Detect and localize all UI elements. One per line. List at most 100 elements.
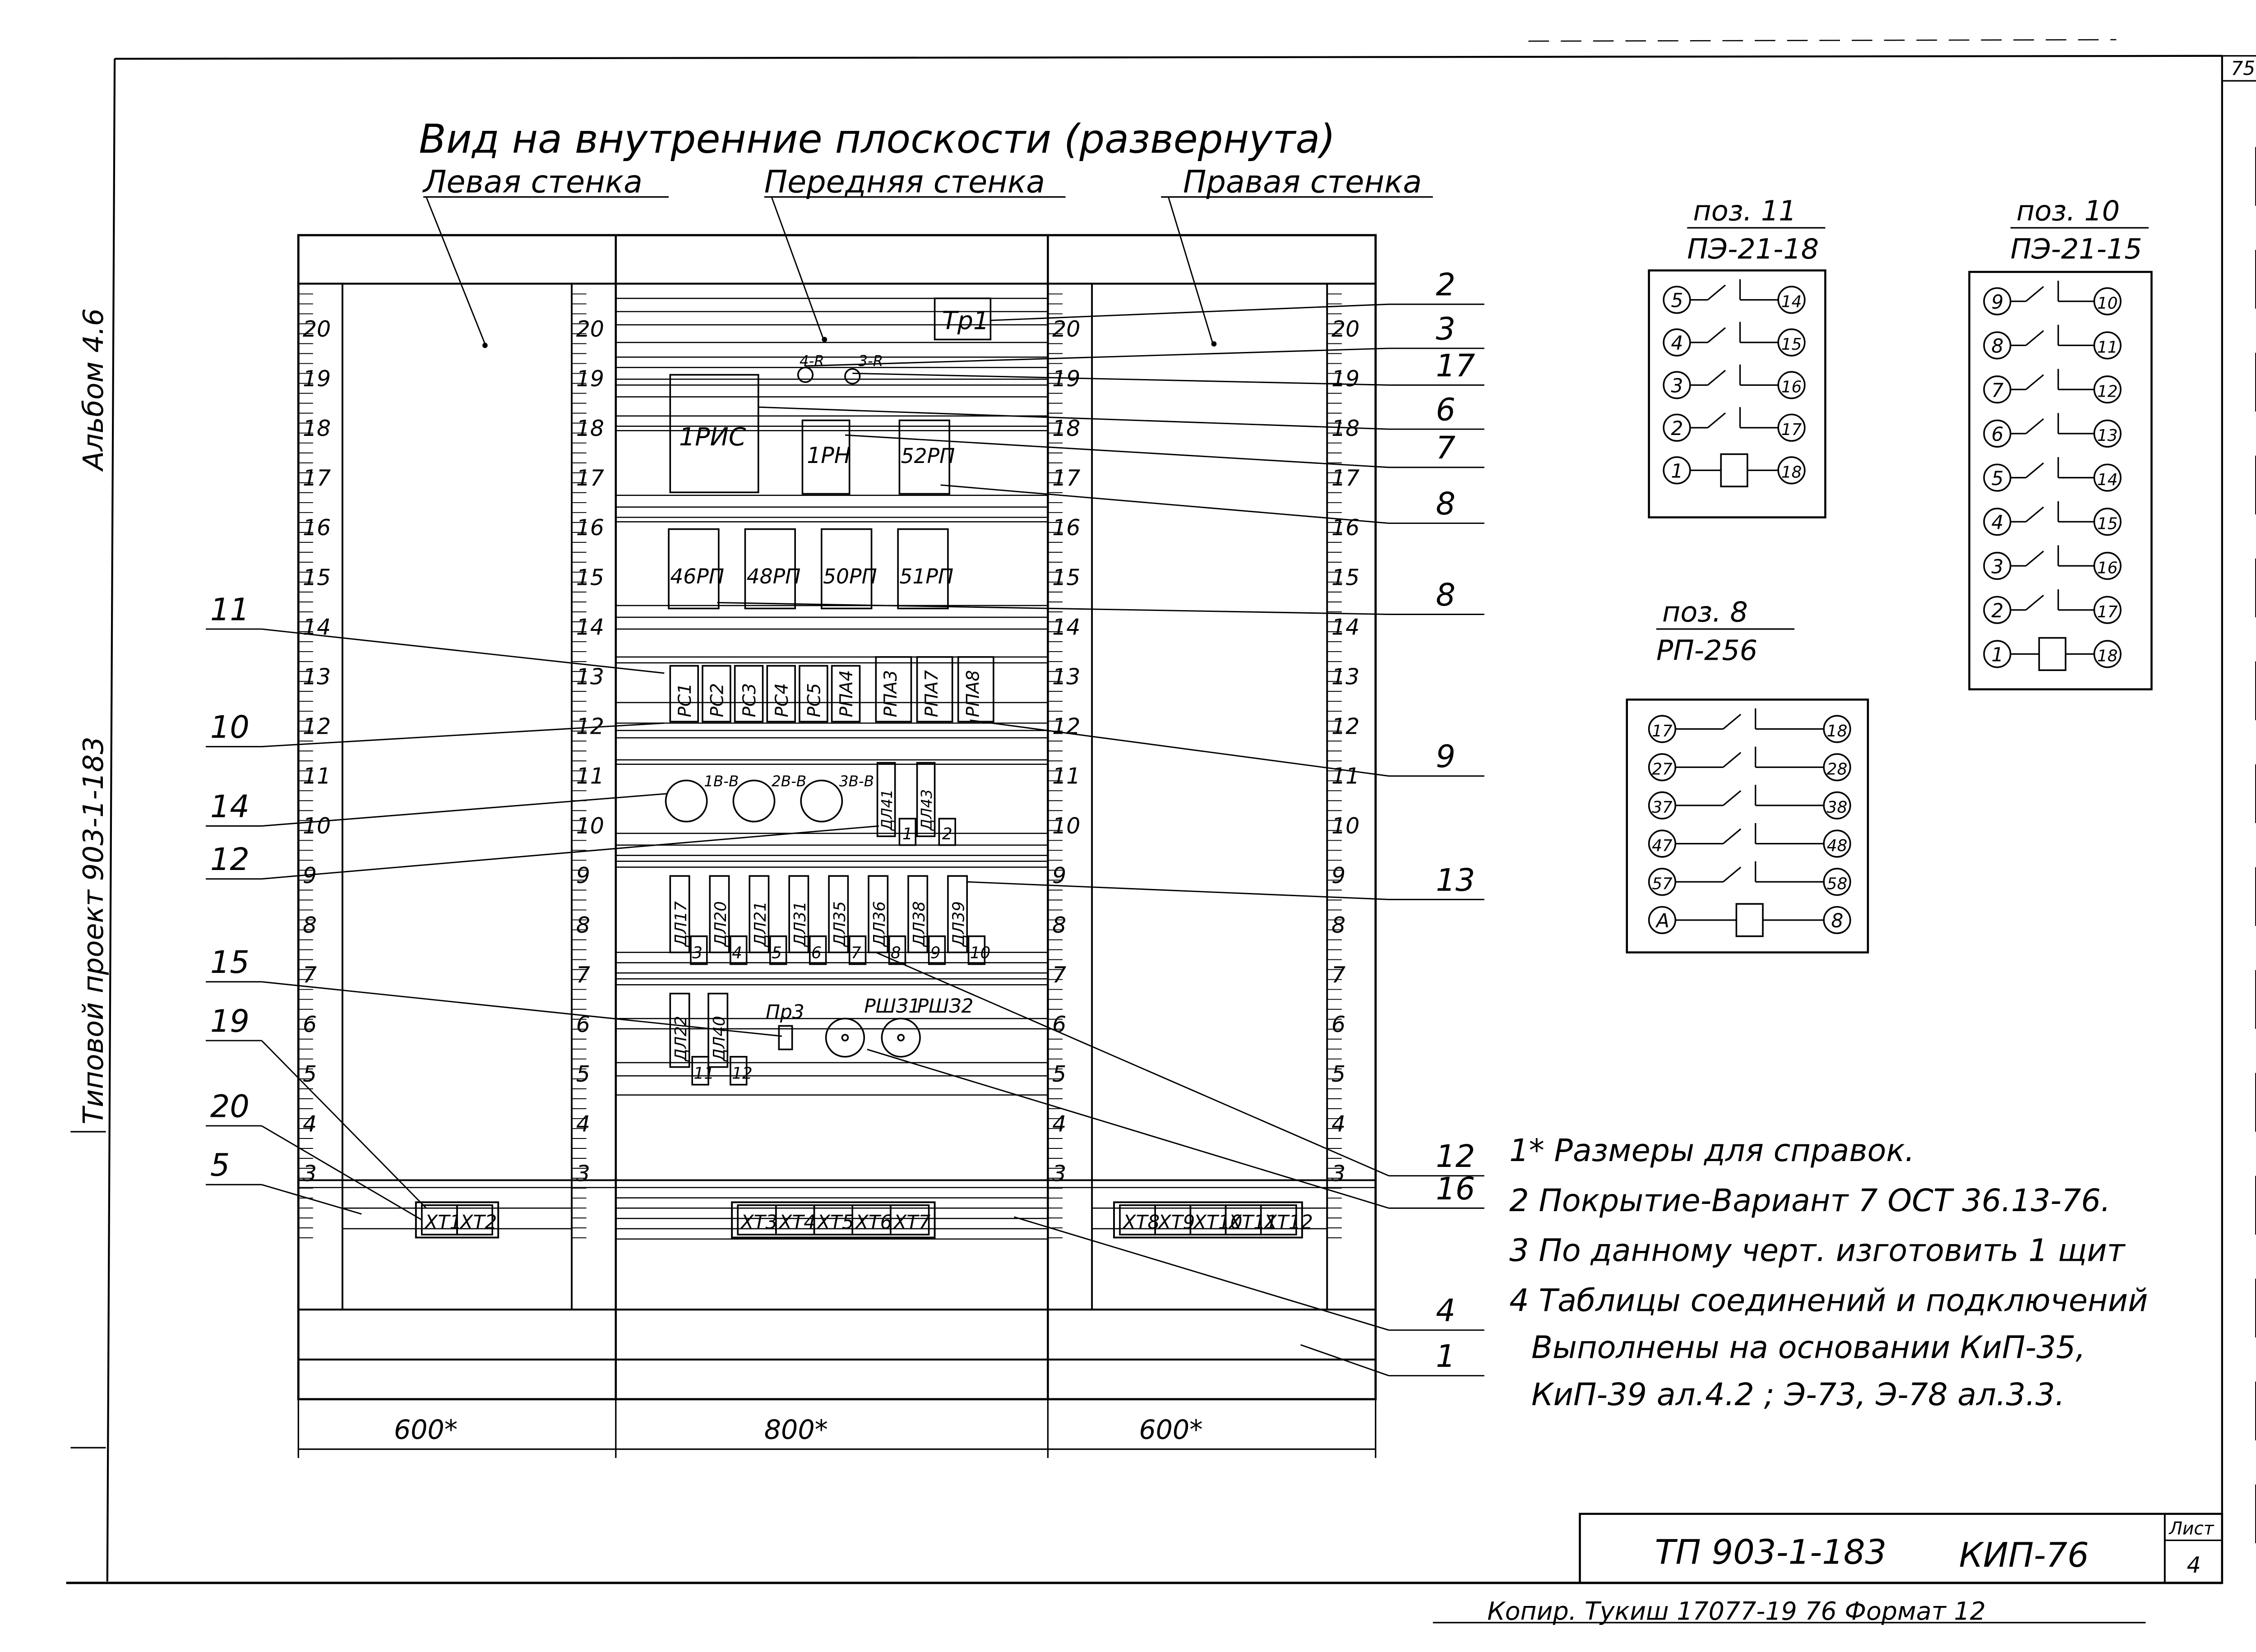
diagram-pos11-type: ПЭ-21-18 (1687, 233, 1819, 265)
scale-number: 6 (303, 1012, 317, 1037)
scale-number: 7 (1052, 962, 1066, 988)
callout-right-13: 13 (1436, 863, 1475, 898)
diagram-pos11-title: поз. 11 (1693, 195, 1796, 227)
number-tag (938, 818, 956, 846)
lamp-3r (844, 368, 861, 384)
relay-row3 (766, 665, 796, 723)
side-album: Альбом 4.6 (77, 308, 110, 472)
contact-terminal-label: 5 (1991, 467, 2003, 490)
scale-number: 4 (576, 1111, 590, 1137)
width-right: 600* (1139, 1415, 1202, 1445)
number-tag-label: 3 (692, 944, 703, 963)
lamp-holder (828, 875, 849, 953)
relay-row3 (702, 665, 731, 723)
contact (1707, 412, 1726, 429)
round-device (665, 779, 708, 823)
scale-number: 5 (303, 1061, 317, 1087)
scale-number: 7 (1331, 962, 1345, 988)
contact-terminal-label: 2 (1991, 600, 2003, 622)
scale-number: 13 (1331, 664, 1359, 690)
contact (2025, 330, 2044, 346)
diagram-pos10-type: ПЭ-21-15 (2011, 233, 2142, 265)
leader-line (875, 952, 1389, 1177)
scale-number: 11 (1331, 764, 1359, 789)
contact-terminal-label: 11 (2097, 338, 2118, 357)
lamp-holder (868, 875, 889, 953)
note-2: 2 Покрытие-Вариант 7 ОСТ 36.13-76. (1509, 1183, 2110, 1219)
contact-terminal-label: 17 (1781, 421, 1802, 439)
scale-number: 7 (303, 962, 317, 988)
contact (1723, 866, 1742, 883)
number-tag-label: 2 (942, 825, 952, 843)
leader-line (990, 303, 1389, 321)
socket-rsh2-label: РШЗ2 (917, 995, 974, 1017)
number-tag-label: 10 (970, 944, 991, 963)
lamp-holder (788, 875, 809, 953)
lamp-holder-label: ДЛ38 (910, 901, 929, 947)
scale-number: 11 (576, 764, 604, 789)
contact (2025, 374, 2044, 390)
scale-number: 16 (303, 515, 331, 541)
callout-left-19: 19 (210, 1004, 250, 1039)
contact (1707, 284, 1726, 301)
lamp-holder (947, 875, 968, 953)
scale-number: 20 (576, 316, 604, 342)
number-tag-label: 7 (851, 944, 861, 963)
scale-number: 17 (1331, 465, 1359, 491)
contact-terminal-label: 3 (1991, 555, 2003, 578)
scale-number: 15 (576, 565, 604, 590)
contact-terminal-label: 57 (1652, 875, 1673, 893)
wall-right-label: Правая стенка (1183, 165, 1422, 200)
scale-number: 12 (1052, 714, 1080, 740)
contact-terminal-label: 28 (1827, 760, 1848, 779)
terminal-right-label: ХТ12 (1263, 1211, 1313, 1233)
terminal-left (456, 1204, 494, 1236)
scale-number: 17 (1052, 465, 1080, 491)
number-tag (898, 818, 917, 846)
leader-line (867, 1049, 1389, 1209)
diagram-pos8-title: поз. 8 (1662, 596, 1748, 629)
scale-number: 13 (303, 664, 331, 690)
number-tag (769, 935, 787, 965)
scale-number: 4 (303, 1111, 317, 1137)
terminal-left-label: ХТ1 (424, 1211, 462, 1233)
callout-right-9: 9 (1436, 739, 1456, 775)
leader-line (261, 1125, 422, 1221)
leader-line (805, 347, 1389, 367)
callout-left-12: 12 (210, 842, 250, 878)
terminal-left-label: ХТ2 (459, 1211, 497, 1233)
contact-terminal-label: 47 (1652, 837, 1673, 855)
diagram-pos10-title: поз. 10 (2016, 195, 2120, 227)
scale-number: 15 (1331, 565, 1359, 590)
lamp-holder (669, 875, 690, 953)
lamp-holder (709, 875, 730, 953)
leader-line (970, 719, 1389, 777)
lamp-holder (916, 762, 936, 838)
relay-row2 (668, 528, 720, 610)
relay-row2-label: 51РП (899, 565, 953, 588)
callout-left-20: 20 (210, 1089, 250, 1124)
note-5: Выполнены на основании КиП-35, (1531, 1330, 2085, 1366)
relay-row3 (734, 665, 764, 723)
lamp-holder (669, 993, 690, 1068)
relay-row3-label: РС1 (675, 683, 695, 717)
number-tag (730, 1056, 748, 1086)
scales: 2019181716151413121110987654320191817161… (298, 293, 1359, 1239)
leader-line (261, 793, 667, 827)
round-device (800, 779, 843, 823)
leader-line (771, 196, 824, 338)
callout-right-8: 8 (1436, 578, 1456, 613)
contact (1723, 828, 1742, 844)
contact-terminal-label: 1 (1991, 644, 2003, 666)
contact-terminal-label: 1 (1671, 460, 1683, 482)
callout-right-3: 3 (1436, 311, 1456, 347)
leader-line (845, 434, 1389, 468)
relay-row3-label: РПА3 (881, 670, 901, 717)
corner-mark: 75 (2231, 57, 2255, 79)
diagram-pos8-box (1626, 699, 1869, 953)
scale-number: 5 (1331, 1061, 1345, 1087)
scale-number: 9 (1331, 863, 1345, 888)
contact-terminal-label: 15 (1781, 335, 1802, 354)
lamp-holder-label: ДЛ31 (791, 901, 809, 947)
